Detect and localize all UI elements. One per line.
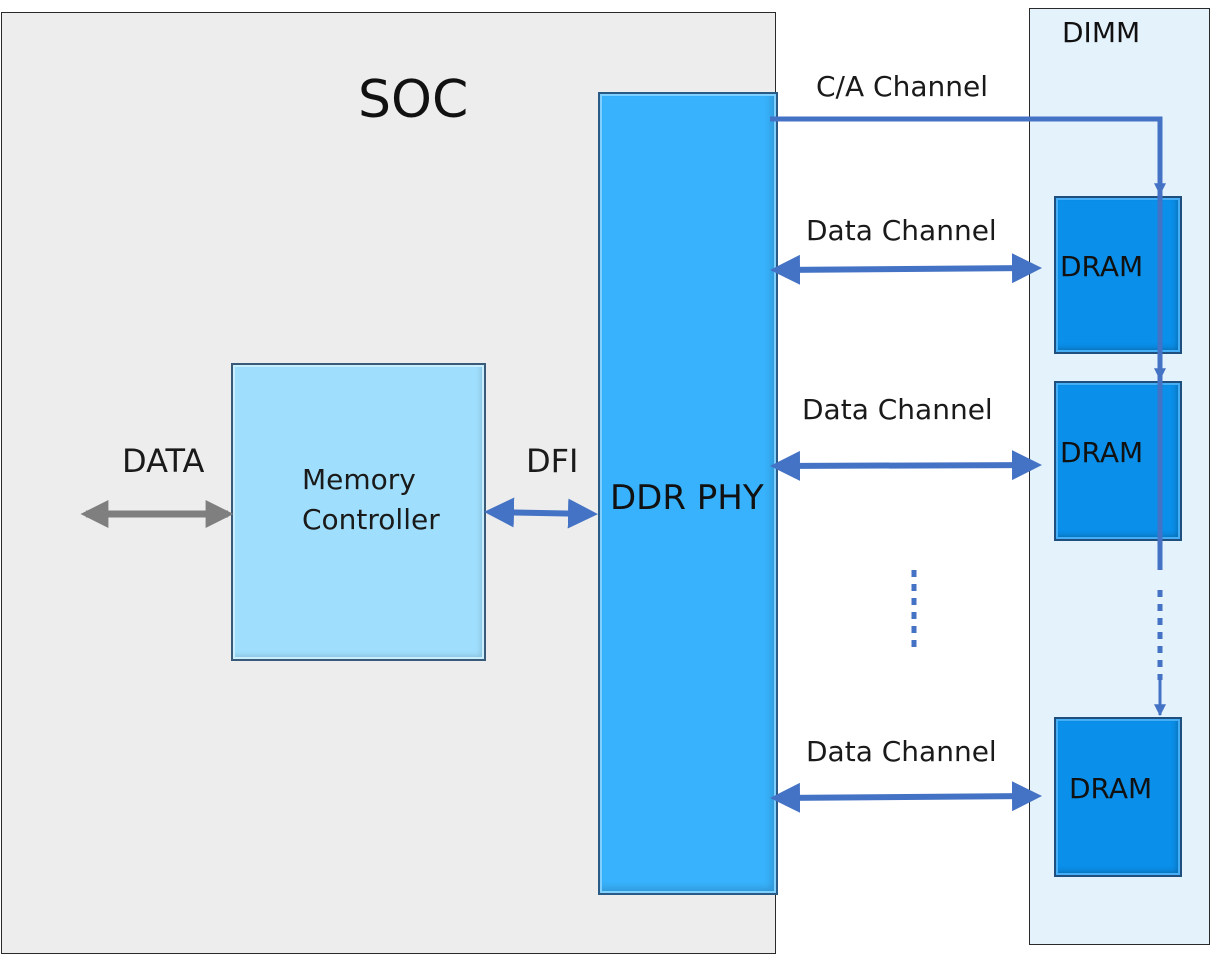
ca-channel-label: C/A Channel: [816, 70, 988, 103]
data-channel-arrow-3: [770, 781, 1042, 813]
memory-controller-label-line1: Memory: [302, 463, 416, 496]
memory-controller-label: Memory Controller: [302, 460, 440, 540]
data-channel-label-3: Data Channel: [806, 735, 997, 768]
dimm-title: DIMM: [1062, 16, 1141, 49]
dram-block-3: [1054, 717, 1182, 877]
dfi-label: DFI: [526, 442, 579, 480]
data-channel-arrow-1: [770, 253, 1042, 285]
soc-title: SOC: [358, 70, 469, 130]
dram-label-2: DRAM: [1060, 436, 1144, 469]
dram-label-1: DRAM: [1060, 250, 1144, 283]
data-label: DATA: [122, 442, 205, 480]
dram-label-3: DRAM: [1069, 772, 1153, 805]
data-channel-label-1: Data Channel: [806, 214, 997, 247]
memory-controller-label-line2: Controller: [302, 503, 440, 536]
data-channel-label-2: Data Channel: [802, 393, 993, 426]
data-channel-arrow-2: [770, 450, 1042, 481]
memory-controller-block: [231, 363, 486, 661]
ddr-phy-label: DDR PHY: [610, 478, 764, 518]
